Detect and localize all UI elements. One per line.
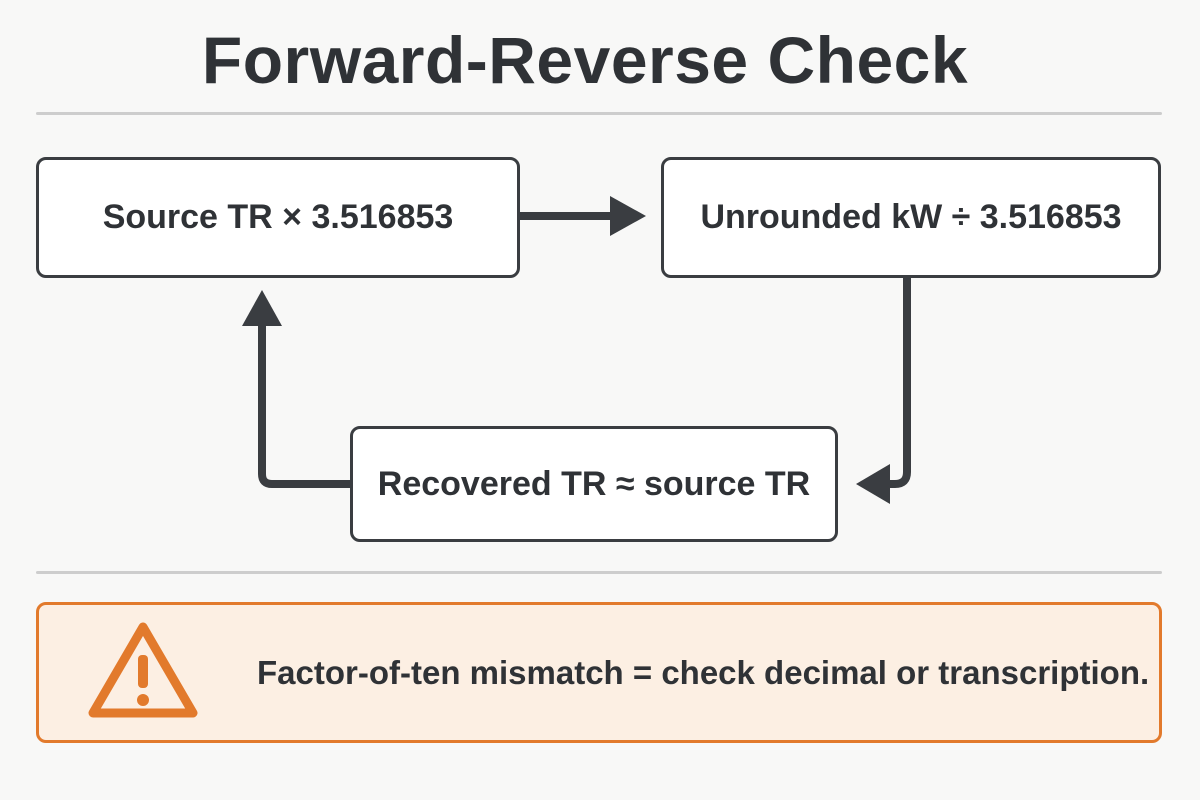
arrow-unrounded-to-recovered [856, 278, 911, 504]
warning-triangle-icon [88, 622, 198, 718]
unrounded-step-box: Unrounded kW ÷ 3.516853 [661, 157, 1161, 278]
warning-text: Factor-of-ten mismatch = check decimal o… [257, 653, 1150, 691]
arrow-recovered-to-source [242, 290, 350, 488]
warning-callout: Factor-of-ten mismatch = check decimal o… [36, 602, 1162, 743]
source-step-label: Source TR × 3.516853 [102, 198, 454, 236]
top-divider [36, 112, 1162, 115]
unrounded-step-label: Unrounded kW ÷ 3.516853 [700, 198, 1122, 236]
page-title: Forward-Reverse Check [201, 23, 969, 97]
source-step-box: Source TR × 3.516853 [36, 157, 520, 278]
arrow-source-to-unrounded [520, 196, 646, 236]
recovered-step-box: Recovered TR ≈ source TR [350, 426, 838, 542]
recovered-step-label: Recovered TR ≈ source TR [377, 464, 811, 503]
bottom-divider [36, 571, 1162, 574]
